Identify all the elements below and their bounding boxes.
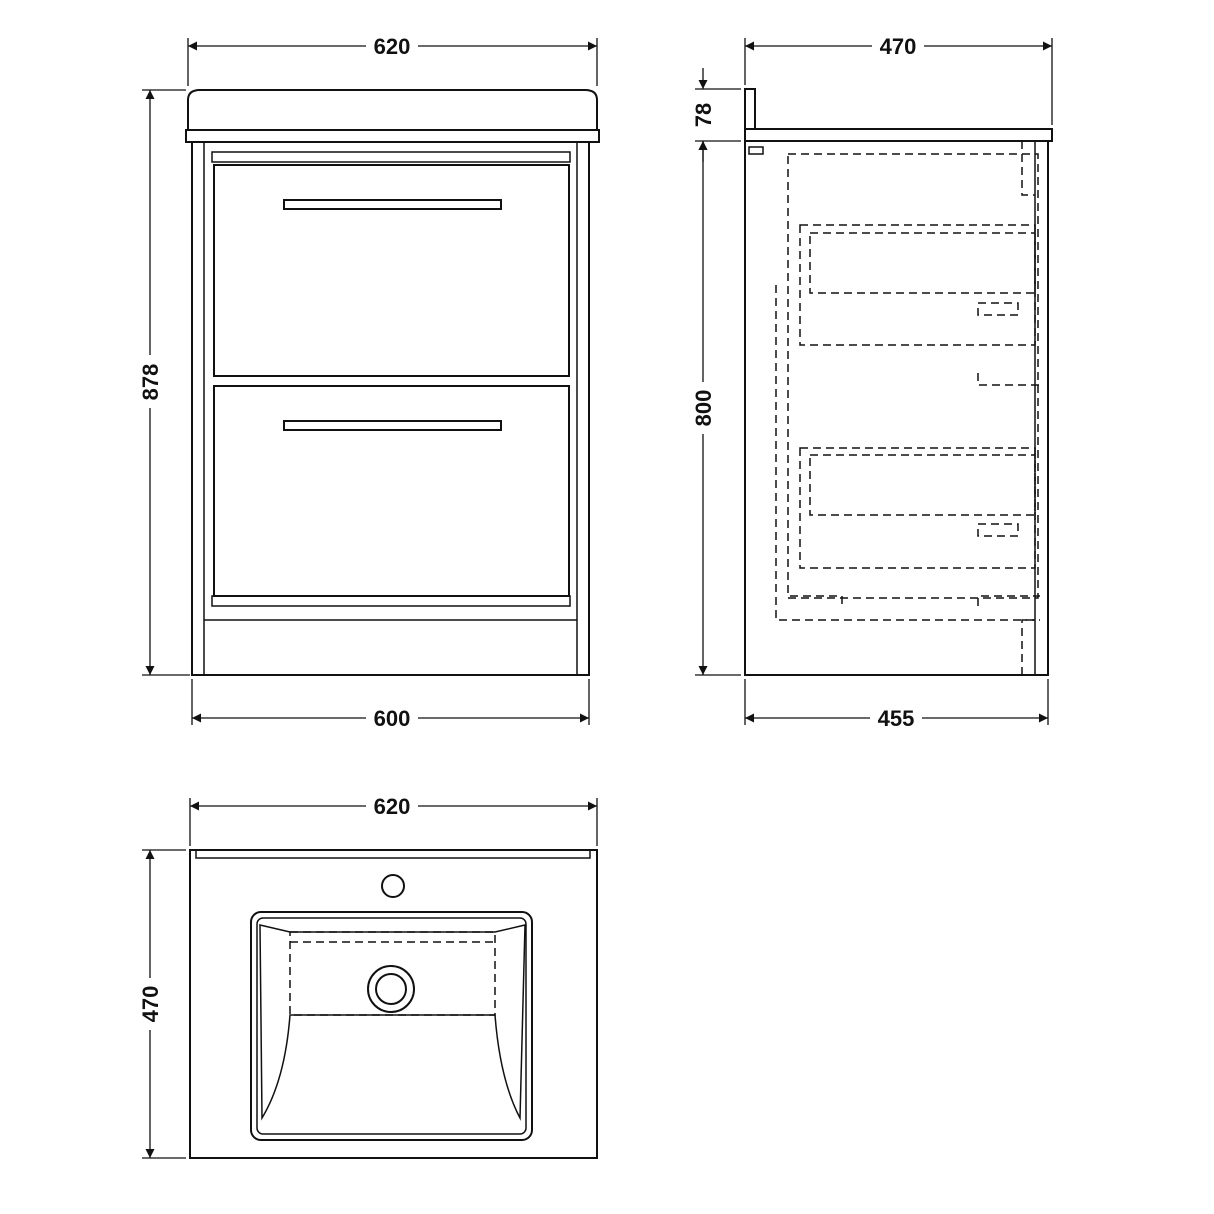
drain-outer bbox=[367, 965, 415, 1013]
upper-drawer-handle bbox=[283, 199, 502, 210]
plan-width-dimension: 620 bbox=[189, 794, 598, 846]
lower-drawer bbox=[213, 385, 570, 597]
plan-width-label: 620 bbox=[374, 794, 411, 819]
side-base-depth-label: 455 bbox=[878, 706, 915, 731]
side-base-depth-dimension: 455 bbox=[744, 679, 1049, 731]
upper-drawer bbox=[213, 164, 570, 377]
front-height-label: 878 bbox=[138, 364, 163, 401]
side-top-depth-label: 470 bbox=[880, 34, 917, 59]
plan-depth-label: 470 bbox=[138, 986, 163, 1023]
front-top-width-label: 620 bbox=[374, 34, 411, 59]
side-height-label: 800 bbox=[691, 390, 716, 427]
front-view bbox=[185, 89, 600, 676]
front-base-width-dimension: 600 bbox=[191, 679, 590, 731]
side-view bbox=[744, 88, 1053, 676]
plan-view bbox=[189, 849, 598, 1159]
side-lip-label: 78 bbox=[691, 103, 716, 127]
front-height-dimension: 878 bbox=[138, 89, 190, 676]
front-base-width-label: 600 bbox=[374, 706, 411, 731]
side-top-depth-dimension: 470 bbox=[744, 34, 1053, 125]
front-top-width-dimension: 620 bbox=[187, 34, 598, 86]
tap-hole bbox=[381, 874, 405, 898]
plan-depth-dimension: 470 bbox=[138, 849, 186, 1159]
side-lip-dimension: 78 bbox=[691, 68, 741, 162]
side-height-dimension: 800 bbox=[691, 141, 741, 676]
drain-inner bbox=[375, 973, 407, 1005]
basin-outline bbox=[250, 911, 533, 1141]
lower-drawer-handle bbox=[283, 420, 502, 431]
